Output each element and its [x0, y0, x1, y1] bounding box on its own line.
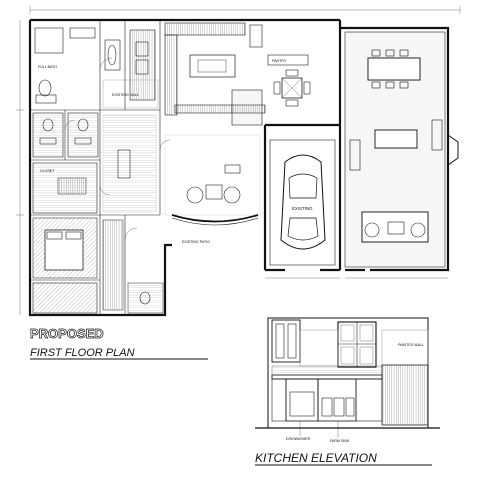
dimension-lines-left: [16, 20, 24, 315]
plan-title-line2: FIRST FLOOR PLAN: [30, 347, 135, 359]
door-swings: [64, 57, 171, 241]
garage: EXISTING: [269, 139, 336, 266]
closet-label: CLOSET: [40, 169, 55, 173]
breakfast-table: [273, 69, 311, 107]
floor-plan: FULL BATH EXISTING HALL CLOSET: [16, 6, 461, 317]
elevation-title: KITCHEN ELEVATION: [255, 451, 432, 466]
bedroom: [32, 217, 164, 314]
left-wing-walls: [30, 20, 161, 315]
kitchen: PANTRY: [164, 22, 309, 126]
family-room: [164, 134, 261, 226]
elevation-title-text: KITCHEN ELEVATION: [255, 451, 377, 465]
bath-middle: [32, 112, 99, 158]
existing-hall: EXISTING HALL: [102, 79, 159, 109]
full-bath-label: FULL BATH: [38, 65, 57, 69]
kitchen-elevation: PAINTED WALL DISHWASHER FARM SINK: [255, 317, 440, 443]
existing-patio: EXISTING PATIO: [182, 240, 210, 244]
painted-wall-label: PAINTED WALL: [398, 343, 424, 347]
plan-title-line1: PROPOSED: [30, 326, 104, 341]
existing-garage-label: EXISTING: [292, 206, 313, 211]
fireplace: [447, 134, 459, 166]
pantry-label: PANTRY: [272, 59, 287, 63]
closet-zone: CLOSET: [32, 114, 157, 214]
existing-hall-label: EXISTING HALL: [112, 93, 139, 97]
bath-upper: FULL BATH: [34, 27, 156, 104]
farm-sink-label: FARM SINK: [330, 439, 350, 443]
existing-patio-label: EXISTING PATIO: [182, 240, 210, 244]
plan-title: PROPOSED FIRST FLOOR PLAN: [30, 326, 208, 360]
dining-area: [344, 31, 446, 268]
dishwasher-label: DISHWASHER: [286, 437, 311, 441]
